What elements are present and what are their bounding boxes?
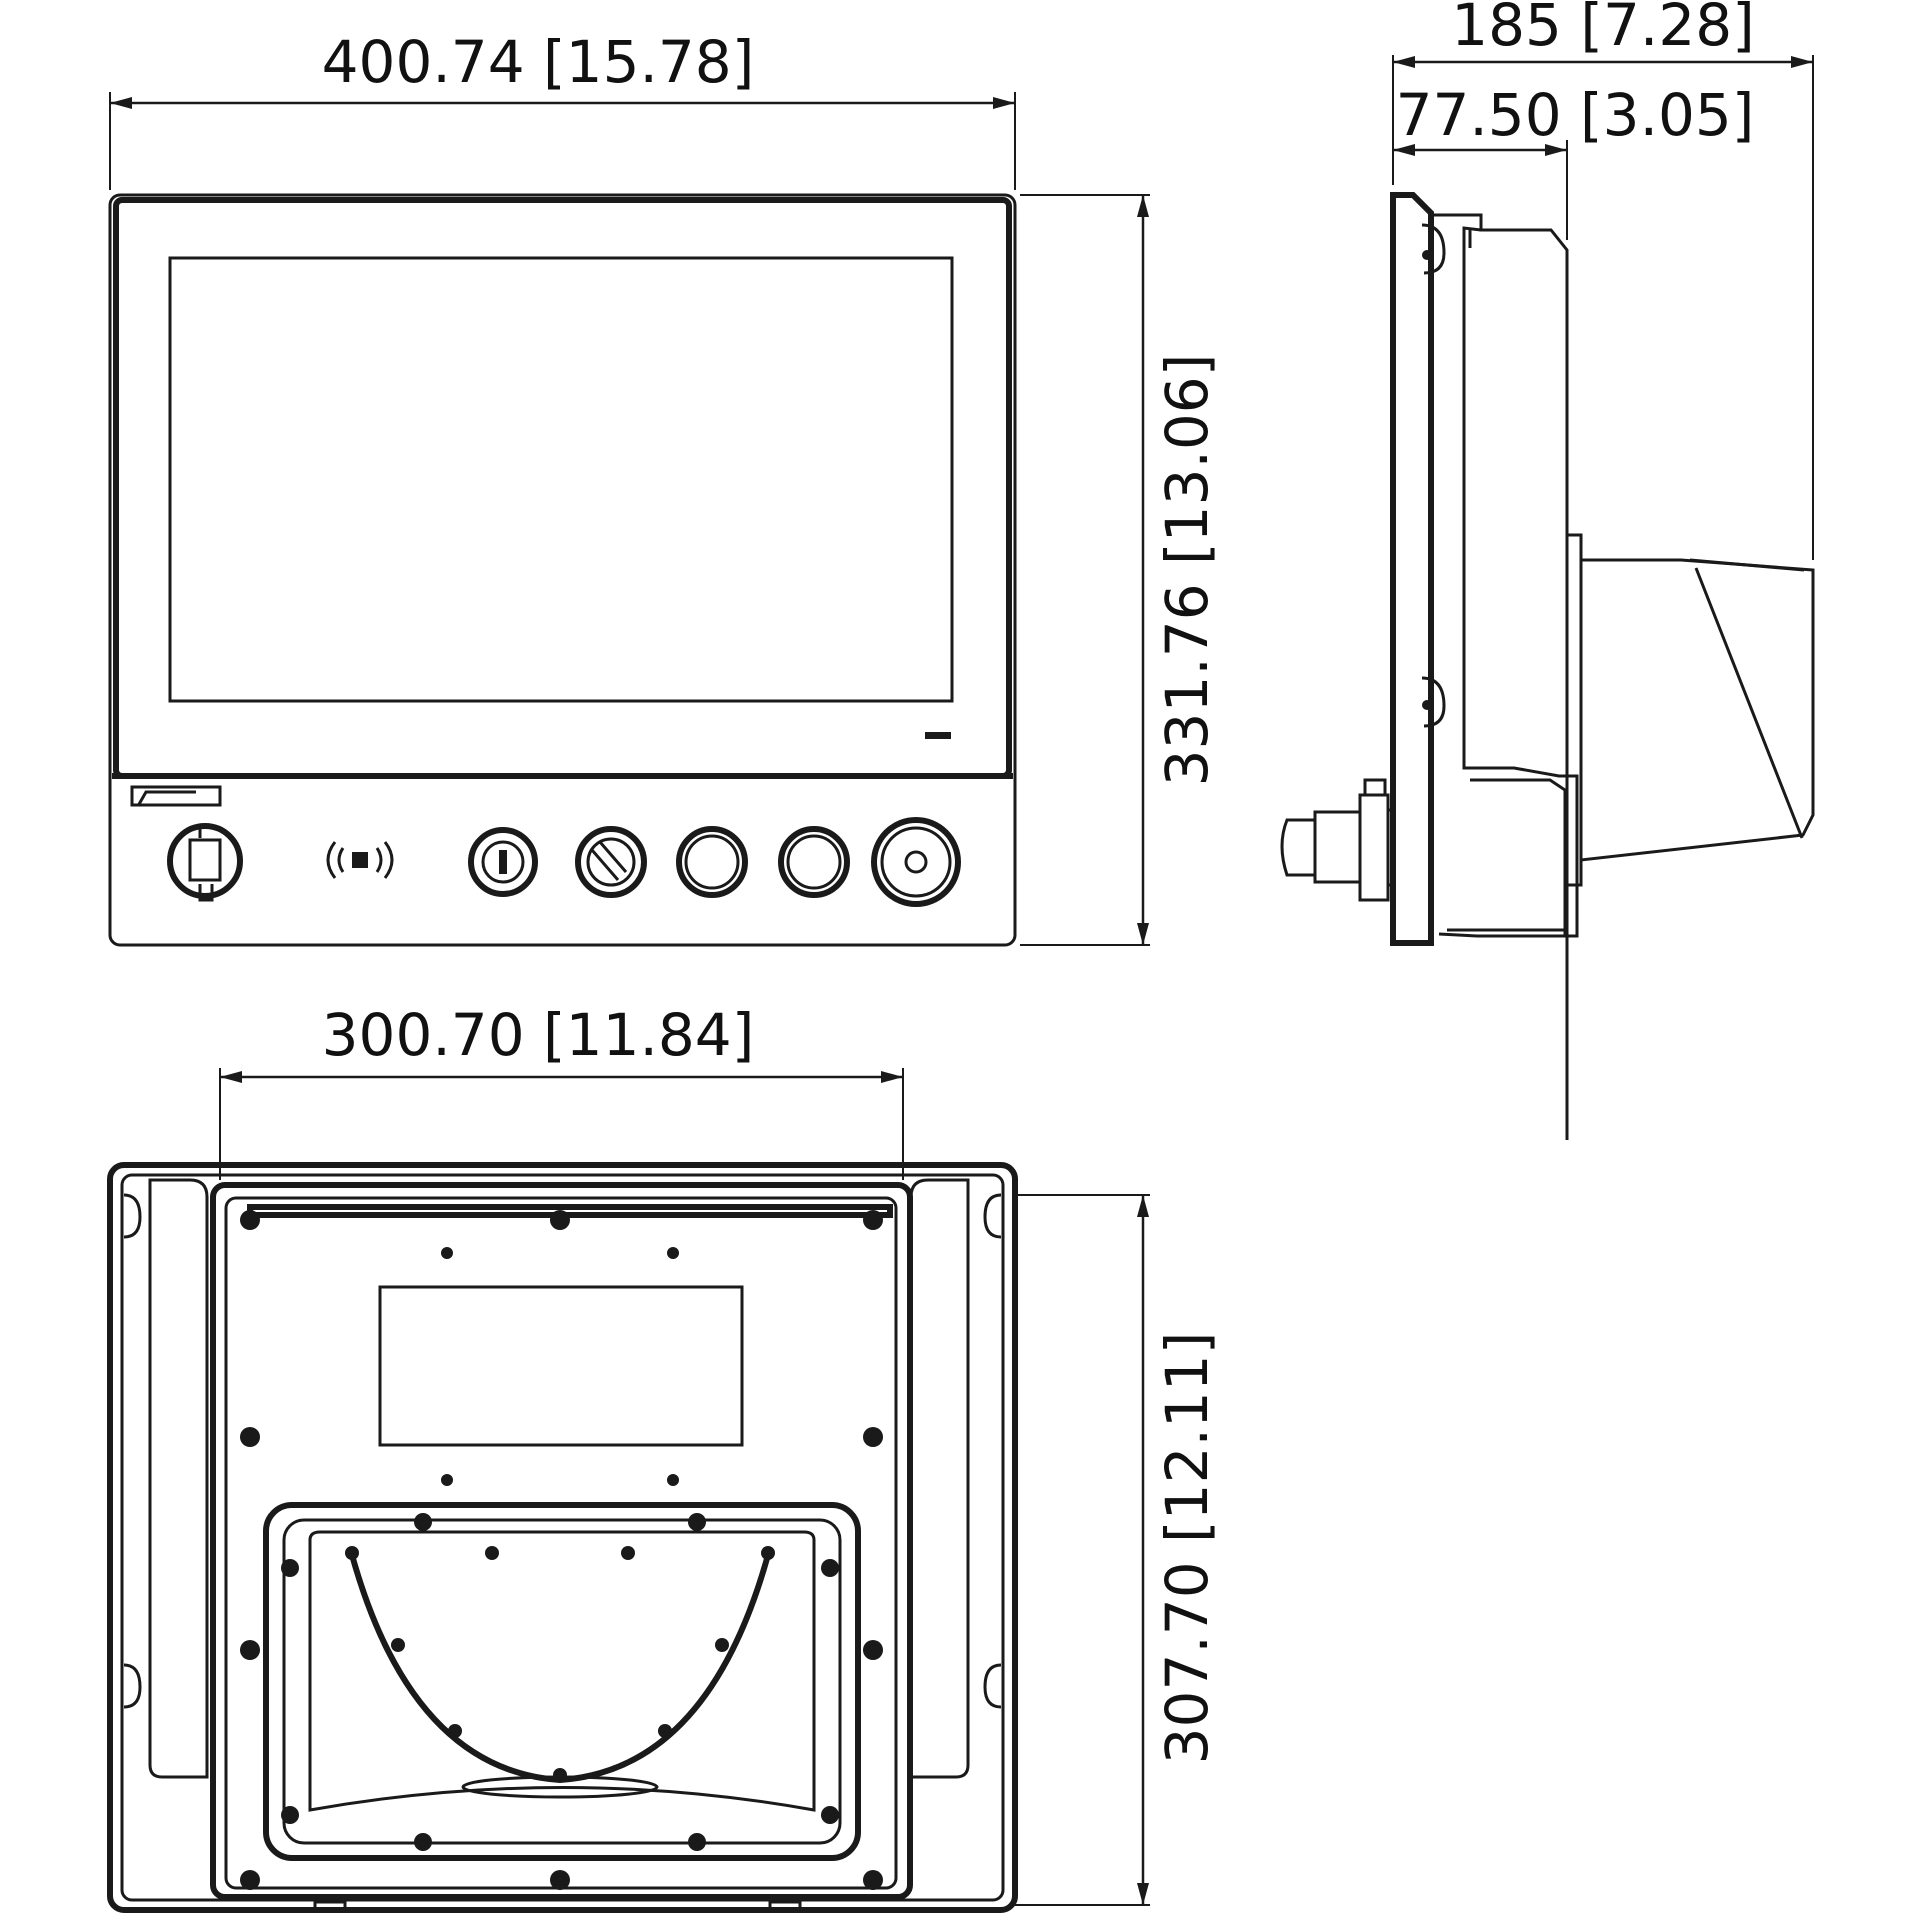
rear-handle-recess-inner: [282, 1518, 842, 1845]
side-body-back: [1447, 250, 1569, 932]
selector-knob: [575, 826, 647, 898]
usb-port-icon: [130, 785, 243, 902]
rear-right-rail: [909, 1178, 970, 1779]
front-bezel: [113, 197, 1012, 779]
rear-height-label: 307.70 [12.11]: [1153, 1332, 1221, 1765]
rear-left-hinges: [123, 1193, 142, 1709]
front-width-dimension: [109, 92, 1016, 190]
push-button-1: [676, 826, 748, 898]
front-width-label: 400.74 [15.78]: [322, 28, 755, 96]
rear-left-rail: [148, 1178, 209, 1779]
large-push-button: [871, 817, 961, 907]
front-height-label: 331.76 [13.06]: [1153, 354, 1221, 787]
rear-mounting-plate-inner: [224, 1196, 898, 1890]
side-body-step: [1468, 228, 1567, 935]
side-body-depth-label: 77.50 [3.05]: [1396, 81, 1755, 149]
side-view: 185 [7.28] 77.50 [3.05]: [1280, 0, 1815, 1140]
front-height-dimension: [1020, 194, 1150, 946]
push-button-2-inner: [786, 834, 842, 890]
rear-height-dimension: [1015, 1194, 1150, 1906]
side-bracket: [1579, 558, 1815, 862]
rear-mounting-plate: [210, 1182, 913, 1900]
side-front-hinges: [1421, 223, 1446, 728]
side-body-inner: [1438, 226, 1579, 938]
side-cable-gland: [1280, 778, 1393, 902]
key-switch: [468, 827, 538, 897]
rear-width-label: 300.70 [11.84]: [322, 1001, 755, 1069]
rear-handle-grip: [308, 1530, 816, 1812]
rear-housing-inner: [120, 1173, 1005, 1902]
rear-housing-outline: [107, 1162, 1018, 1913]
front-led-indicator: [925, 732, 951, 739]
nfc-icon: [326, 841, 394, 879]
push-button-1-inner: [684, 834, 740, 890]
side-body-depth-dimension: [1393, 140, 1568, 240]
rear-right-hinges: [983, 1193, 1002, 1709]
side-rear-plate: [1565, 533, 1583, 887]
side-body-top: [1431, 213, 1569, 1140]
rear-width-dimension: [219, 1068, 904, 1180]
side-front-panel: [1390, 192, 1434, 946]
front-view: 400.74 [15.78] 331.76 [13.06]: [108, 28, 1221, 947]
side-bracket-edge: [1689, 558, 1805, 839]
push-button-2: [778, 826, 850, 898]
rear-label-area: [378, 1285, 744, 1447]
rear-handle-arc: [349, 1554, 771, 1784]
rear-top-seal: [247, 1204, 893, 1218]
side-total-depth-dimension: [1392, 55, 1814, 560]
front-housing-outline: [108, 193, 1017, 947]
rear-view: 300.70 [11.84] 307.70 [12.11]: [107, 1001, 1221, 1913]
side-total-depth-label: 185 [7.28]: [1451, 0, 1755, 59]
rear-handle-screws: [281, 1513, 839, 1851]
rear-plate-screws: [240, 1210, 883, 1890]
rear-handle-recess: [263, 1502, 861, 1861]
front-screen: [168, 256, 954, 703]
rear-bottom-clips: [313, 1900, 802, 1910]
